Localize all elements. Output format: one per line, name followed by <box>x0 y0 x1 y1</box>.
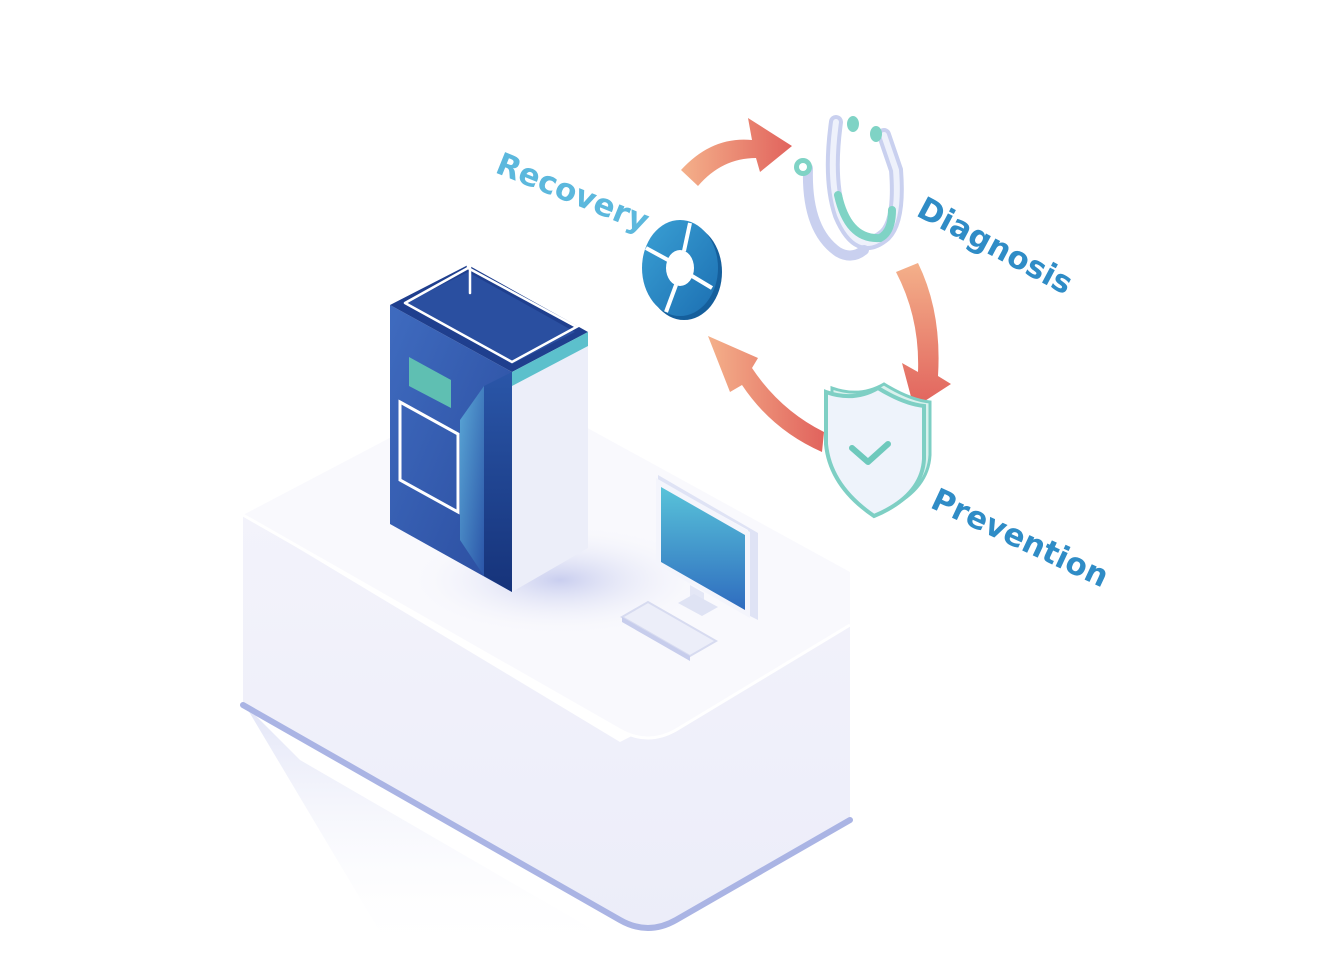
keyboard <box>619 600 719 661</box>
stethoscope-icon <box>794 115 904 261</box>
cabinet-display-panel <box>409 357 451 408</box>
shield-check-icon <box>824 382 932 519</box>
cabinet-top-inner <box>405 272 575 364</box>
arrow-recovery-to-diagnosis <box>681 118 792 186</box>
desk-front-face <box>243 515 850 928</box>
monitor-screen <box>661 487 745 610</box>
recovery-label: Recovery <box>491 146 654 240</box>
cabinet-window <box>398 399 460 515</box>
cabinet-right-side <box>512 332 588 592</box>
segmented-ring-icon <box>642 220 722 320</box>
cabinet-top-rails <box>403 256 582 364</box>
cabinet-top-stripe <box>512 332 588 386</box>
cabinet-side-panel <box>484 372 512 592</box>
server-cabinet <box>390 256 588 592</box>
arrow-diagnosis-to-prevention <box>896 263 951 408</box>
arrow-prevention-to-recovery <box>708 336 824 452</box>
monitor-base <box>678 594 718 616</box>
diagnosis-label: Diagnosis <box>911 190 1078 302</box>
desk-floor-shadow <box>245 705 640 957</box>
desk-top-edge <box>242 513 851 740</box>
monitor <box>656 475 758 620</box>
cabinet-door <box>460 386 484 576</box>
prevention-label: Prevention <box>926 482 1114 595</box>
desk-bottom-edge <box>240 702 853 931</box>
keyboard-edge <box>622 617 690 661</box>
